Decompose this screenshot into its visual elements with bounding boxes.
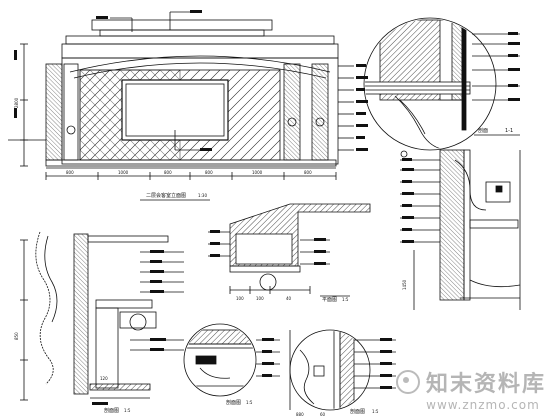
elevation-bottom-dimensions: 800 1000 800 800 1000 800 2800 xyxy=(14,97,312,175)
section-1-label: 剖面 xyxy=(478,127,488,134)
dim-1: 800 xyxy=(66,170,74,175)
detail-circle-bottom-right-labels: 剖面图 1:5 880 60 xyxy=(296,338,392,417)
dim-6: 800 xyxy=(304,170,312,175)
elevation-scale-text: 1:30 xyxy=(198,193,207,198)
detail-dim-2: 850 xyxy=(14,332,19,340)
plan-dim-1: 100 xyxy=(236,296,244,301)
plan-detail-scale: 1:5 xyxy=(342,297,349,302)
dim-height: 2800 xyxy=(14,97,19,108)
plan-dim-2: 100 xyxy=(256,296,264,301)
brand-logo-icon xyxy=(395,370,420,394)
section-c-scale: 1:5 xyxy=(372,409,379,414)
section-b-title: 剖面图 xyxy=(226,399,241,406)
watermark: 知末资料库 www.znzmo.com xyxy=(395,366,546,412)
section-left xyxy=(20,231,184,401)
dim-2: 1000 xyxy=(118,170,129,175)
elevation-title: 二层会客室立面图 1:30 xyxy=(140,192,210,201)
section-height-dim: 1450 xyxy=(402,279,407,290)
watermark-row: 知末资料库 xyxy=(395,366,546,398)
plan-detail-labels: 100 100 40 平面图 1:5 xyxy=(210,230,349,303)
detail-circle-bottom-left-labels: 剖面图 1:5 xyxy=(226,338,274,406)
section-b-scale: 1:5 xyxy=(246,400,253,405)
section-1-1-marks: 1450 xyxy=(402,158,414,290)
section-a-title: 剖面图 xyxy=(104,407,119,414)
elevation-annotation-marks xyxy=(14,10,368,151)
section-a-scale: 1:5 xyxy=(124,408,131,413)
plan-detail xyxy=(208,203,371,297)
elevation-title-text: 二层会客室立面图 xyxy=(146,192,186,199)
section-c-title: 剖面图 xyxy=(350,408,365,415)
detail-dim-1: 120 xyxy=(100,376,108,381)
detail-dim-4: 60 xyxy=(320,412,326,417)
section-left-labels: 剖面图 1:5 120 850 xyxy=(14,250,166,414)
watermark-brand: 知末资料库 xyxy=(425,372,546,397)
main-elevation xyxy=(8,11,354,180)
detail-dim-3: 880 xyxy=(296,412,304,417)
section-1-scale: 1-1 xyxy=(505,128,513,134)
plan-detail-title: 平面图 xyxy=(322,297,337,303)
section-1-1: 剖面 1-1 xyxy=(400,127,521,310)
dim-5: 1000 xyxy=(252,170,263,175)
watermark-url: www.znzmo.com xyxy=(426,398,540,412)
detail-circle-bottom-left xyxy=(183,323,280,397)
dim-3: 800 xyxy=(164,170,172,175)
detail-circle-top xyxy=(363,17,520,151)
plan-dim-3: 40 xyxy=(286,296,292,301)
dim-4: 800 xyxy=(205,170,213,175)
detail-circle-top-marks xyxy=(508,32,520,101)
